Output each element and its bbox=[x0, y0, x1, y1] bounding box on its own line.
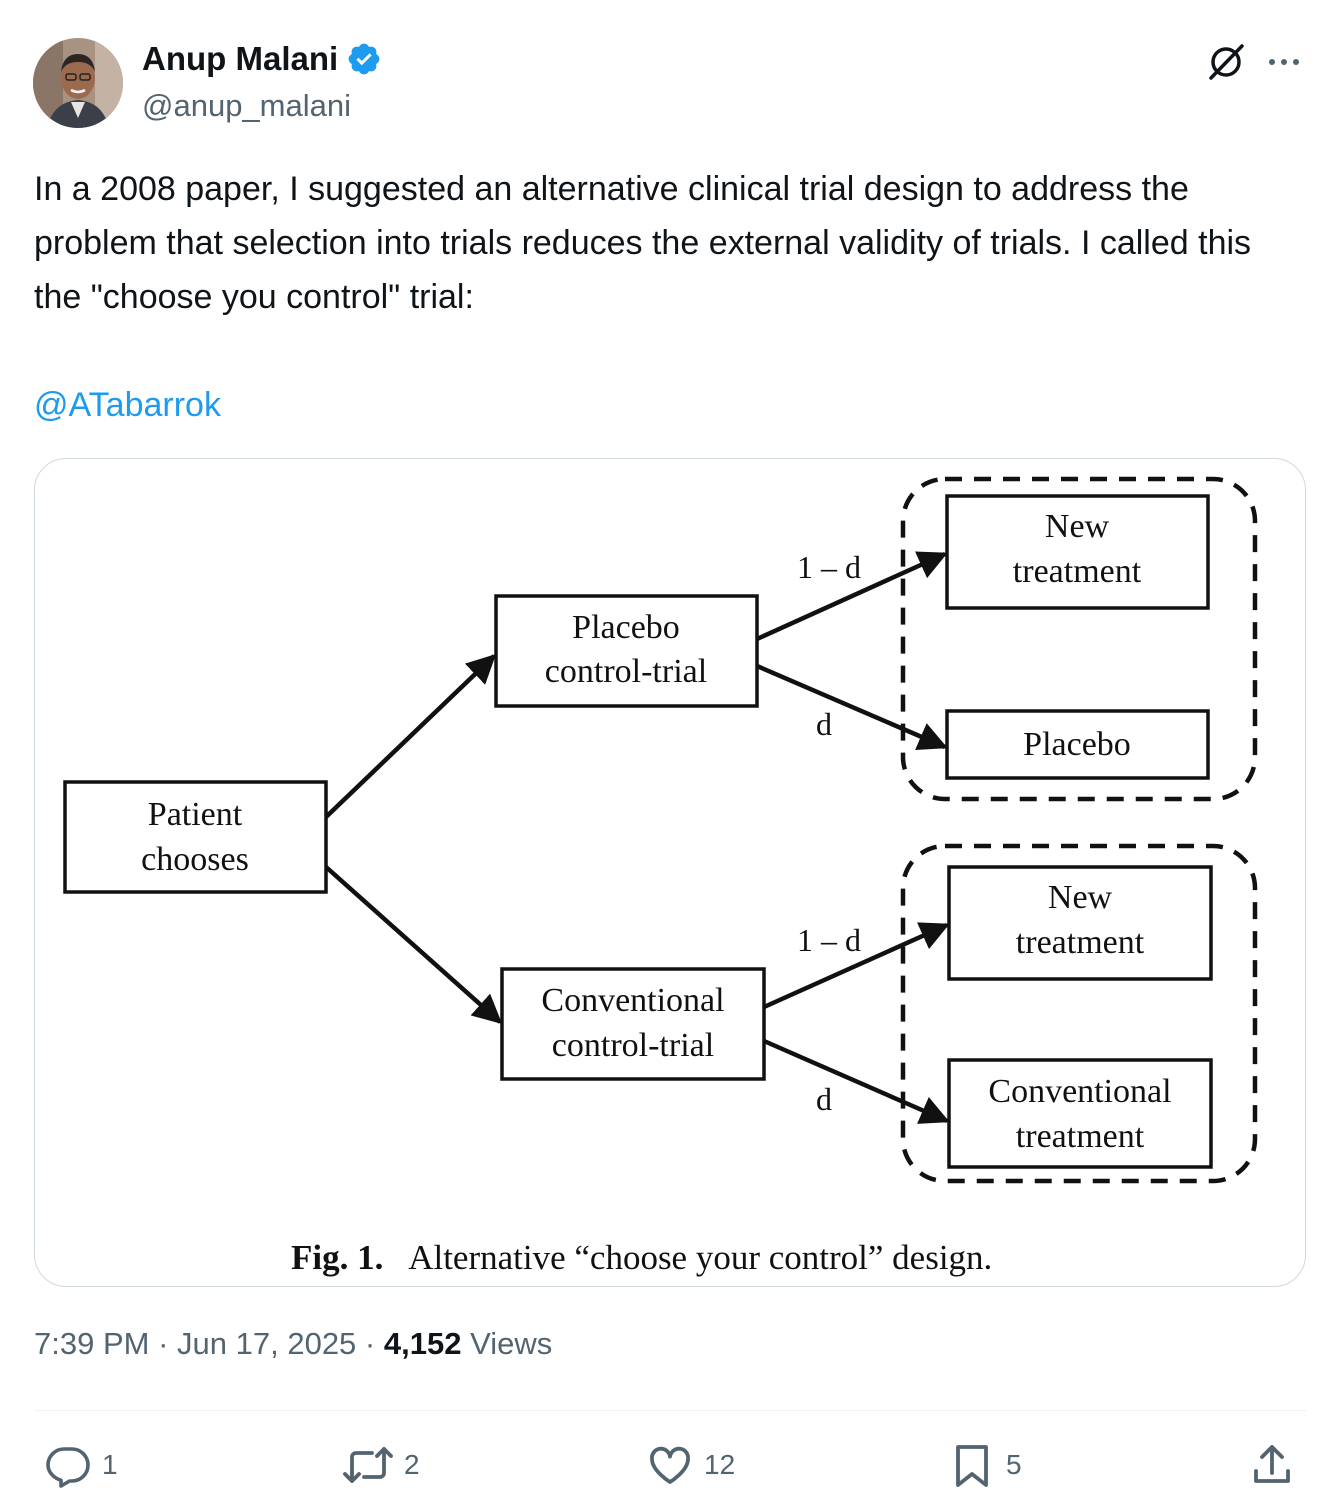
arrow-placebo-trial-to-placebo bbox=[756, 663, 948, 751]
arrow-patient-to-placebo-trial bbox=[324, 653, 497, 819]
repost-icon bbox=[343, 1447, 393, 1483]
node-new-treatment-top-line1: New bbox=[1045, 508, 1110, 545]
edge-label-top-lower: d bbox=[816, 706, 832, 742]
box-placebo-trial bbox=[494, 594, 759, 708]
figure-diagram: Patient chooses Placebo control-trial Co… bbox=[63, 476, 1258, 1277]
tweet-text: In a 2008 paper, I suggested an alternat… bbox=[34, 170, 1252, 316]
views-count: 4,152 bbox=[383, 1326, 462, 1361]
tweet-meta: 7:39 PM · Jun 17, 2025 · 4,152 Views bbox=[34, 1326, 552, 1362]
node-placebo-trial-line2: control-trial bbox=[545, 653, 707, 690]
node-new-treatment-bottom-line2: treatment bbox=[1016, 924, 1145, 961]
figure-caption-label: Fig. 1. bbox=[291, 1238, 383, 1277]
node-conventional-treatment-line2: treatment bbox=[1016, 1118, 1145, 1155]
box-conventional-trial bbox=[500, 967, 766, 1081]
more-icon[interactable] bbox=[1262, 42, 1306, 82]
tweet-time[interactable]: 7:39 PM bbox=[34, 1326, 150, 1361]
share-button[interactable] bbox=[1248, 1440, 1296, 1490]
box-patient bbox=[63, 780, 328, 894]
reply-icon bbox=[46, 1447, 90, 1488]
node-conventional-trial-line1: Conventional bbox=[541, 982, 724, 1019]
reply-button[interactable]: 1 bbox=[44, 1440, 118, 1490]
node-placebo-line1: Placebo bbox=[1023, 726, 1131, 763]
node-patient-line2: chooses bbox=[141, 841, 249, 878]
tweet-date[interactable]: Jun 17, 2025 bbox=[177, 1326, 357, 1361]
node-conventional-treatment-line1: Conventional bbox=[988, 1073, 1171, 1110]
like-button[interactable]: 12 bbox=[646, 1440, 735, 1490]
arrow-conventional-trial-to-new-treatment bbox=[763, 922, 950, 1010]
author-name-text[interactable]: Anup Malani bbox=[142, 40, 339, 77]
arrow-conventional-trial-to-conventional-treatment bbox=[763, 1038, 950, 1124]
like-count: 12 bbox=[704, 1449, 736, 1480]
bookmark-count: 5 bbox=[1006, 1449, 1022, 1480]
divider bbox=[34, 1410, 1306, 1411]
grok-icon[interactable] bbox=[1204, 40, 1248, 84]
meta-separator-2: · bbox=[364, 1326, 376, 1361]
dashed-group-top bbox=[900, 476, 1258, 802]
repost-button[interactable]: 2 bbox=[342, 1440, 420, 1490]
verified-badge-icon[interactable] bbox=[346, 41, 382, 77]
node-new-treatment-bottom-line1: New bbox=[1048, 879, 1113, 916]
edge-label-top-upper: 1 – d bbox=[797, 549, 861, 585]
arrow-placebo-trial-to-new-treatment bbox=[756, 551, 948, 642]
svg-text:Fig. 1. Alternative “cho: Fig. 1. Alternative “choose your control… bbox=[291, 1238, 992, 1277]
edge-label-bottom-lower: d bbox=[816, 1081, 832, 1117]
meta-separator: · bbox=[158, 1326, 169, 1361]
bookmark-icon bbox=[956, 1445, 988, 1487]
node-patient-line1: Patient bbox=[148, 796, 243, 833]
node-conventional-trial-line2: control-trial bbox=[552, 1027, 714, 1064]
box-new-treatment-bottom bbox=[947, 865, 1213, 981]
share-icon bbox=[1254, 1445, 1290, 1483]
tweet-media[interactable]: Patient chooses Placebo control-trial Co… bbox=[34, 458, 1306, 1287]
bookmark-button[interactable]: 5 bbox=[948, 1440, 1022, 1490]
repost-count: 2 bbox=[404, 1449, 420, 1480]
arrow-patient-to-conventional-trial bbox=[324, 865, 503, 1024]
box-conventional-treatment bbox=[947, 1058, 1213, 1169]
node-new-treatment-top-line2: treatment bbox=[1013, 553, 1142, 590]
author-avatar[interactable] bbox=[33, 38, 123, 128]
reply-count: 1 bbox=[102, 1449, 118, 1480]
like-icon bbox=[650, 1446, 690, 1484]
author-handle[interactable]: @anup_malani bbox=[142, 88, 351, 123]
author-name[interactable]: Anup Malani bbox=[142, 40, 382, 78]
node-placebo-trial-line1: Placebo bbox=[572, 609, 680, 646]
views-label: Views bbox=[470, 1326, 553, 1361]
mention-link[interactable]: @ATabarrok bbox=[34, 386, 221, 424]
edge-label-bottom-upper: 1 – d bbox=[797, 922, 861, 958]
dashed-group-bottom bbox=[900, 843, 1258, 1184]
figure-caption-text: Alternative “choose your control” design… bbox=[408, 1238, 992, 1277]
